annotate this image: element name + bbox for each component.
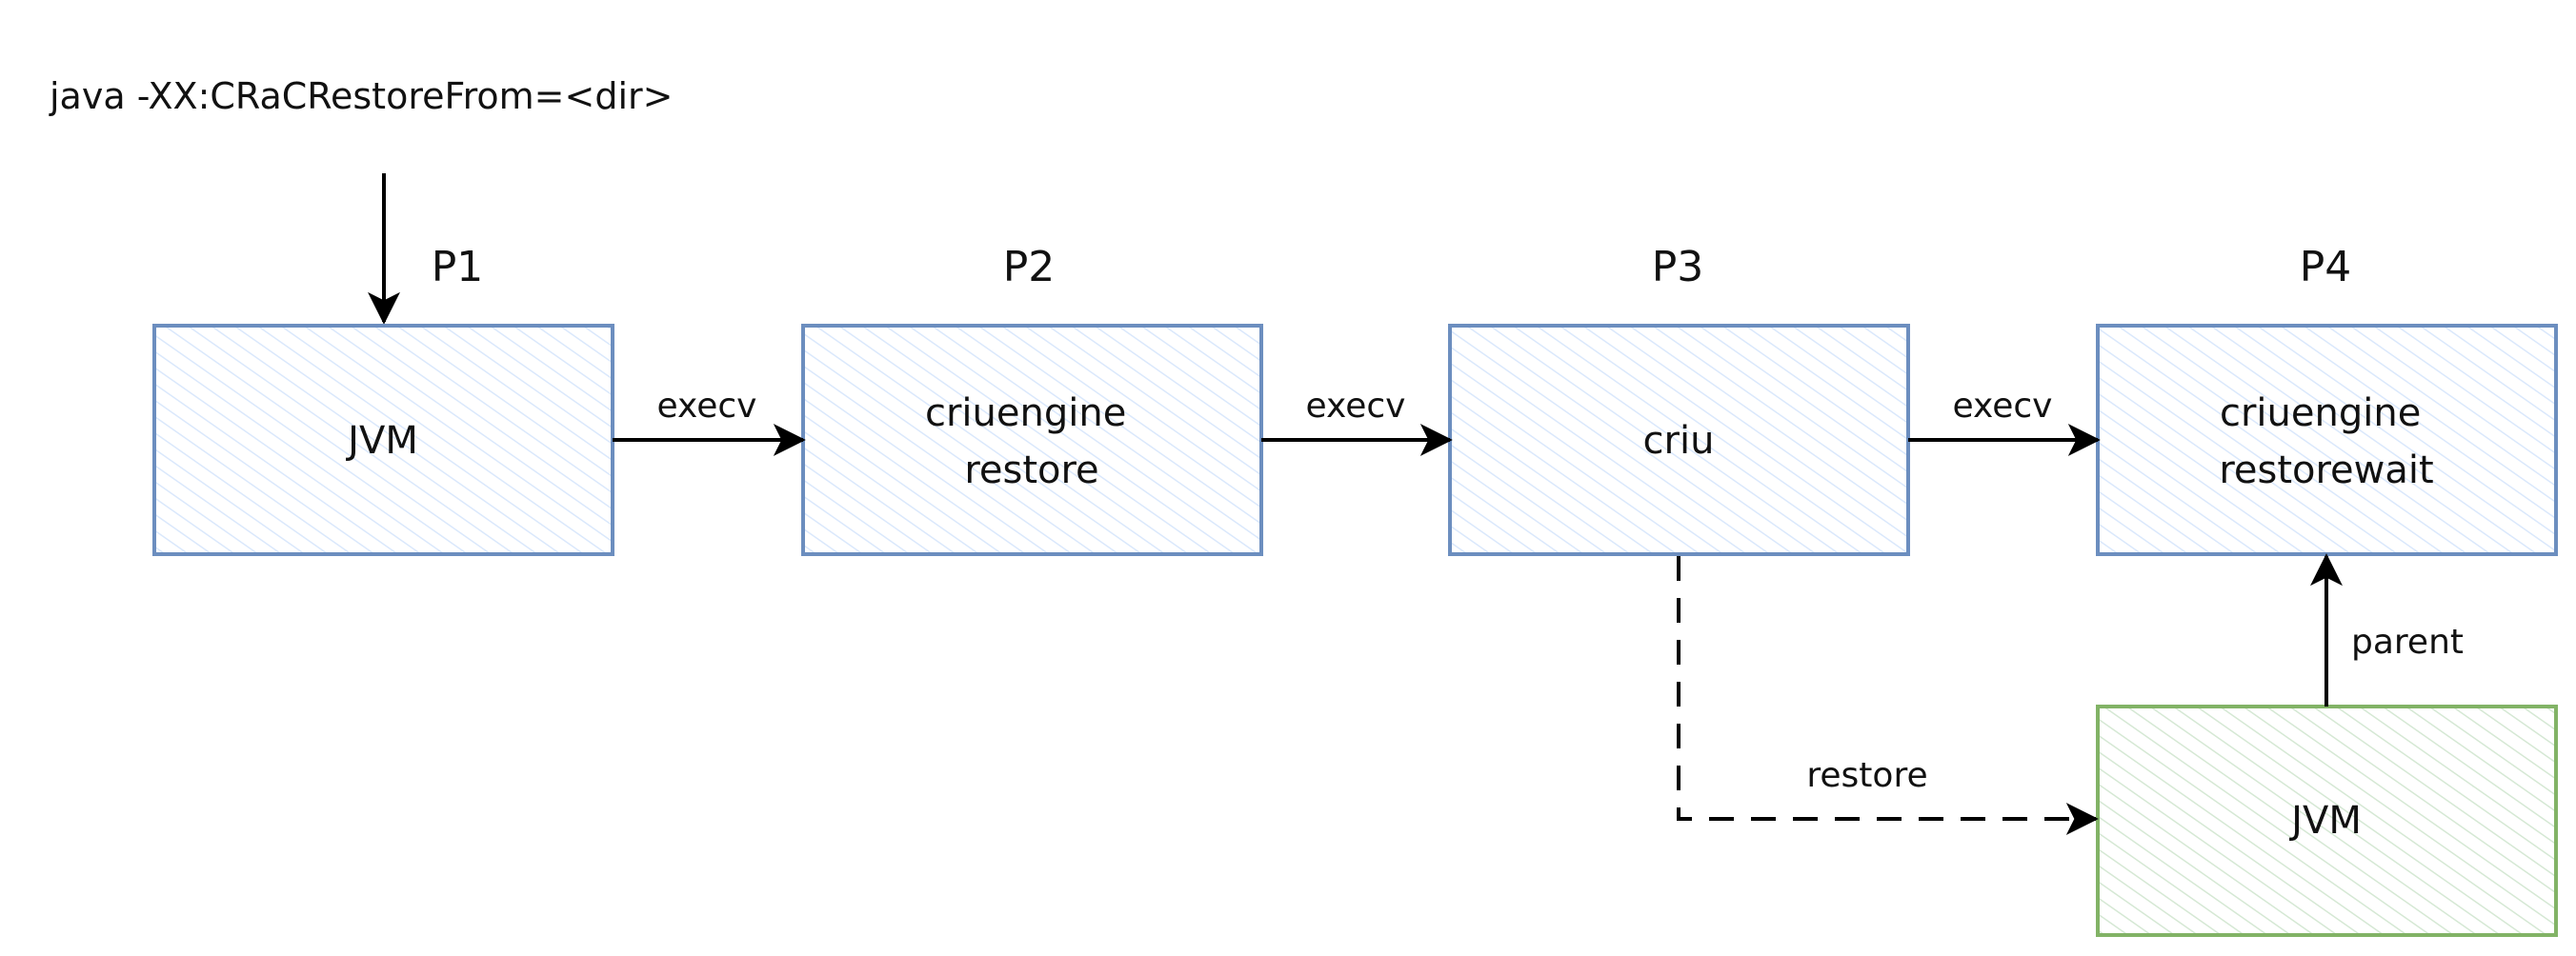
restored-jvm-label: JVM [2288, 799, 2362, 843]
edge-label-p1-p2: execv [657, 387, 757, 426]
process-id-p2: P2 [1003, 243, 1056, 291]
process-label-p4-line1: criuengine [2220, 391, 2421, 435]
process-label-p4: criuengine restorewait [2219, 391, 2433, 492]
process-box-p2: criuengine restore [801, 324, 1263, 556]
restored-jvm-box: JVM [2096, 705, 2558, 937]
process-label-p2-line2: restore [964, 448, 1098, 492]
process-label-p2-line1: criuengine [925, 391, 1126, 435]
process-box-p1: JVM [152, 324, 614, 556]
edge-p3-restore [1677, 556, 2099, 835]
edge-label-parent: parent [2351, 623, 2464, 662]
edge-label-p2-p3: execv [1306, 387, 1406, 426]
edge-label-restore: restore [1806, 756, 1927, 795]
process-label-p2: criuengine restore [925, 391, 1138, 492]
process-label-p3: criu [1643, 419, 1715, 463]
process-box-p4: criuengine restorewait [2096, 324, 2558, 556]
process-id-p1: P1 [432, 243, 484, 291]
command-text: java -XX:CRaCRestoreFrom=<dir> [49, 75, 673, 117]
process-box-p3: criu [1448, 324, 1910, 556]
process-id-p4: P4 [2300, 243, 2352, 291]
process-label-p4-line2: restorewait [2219, 448, 2433, 492]
process-label-p1: JVM [345, 419, 418, 463]
edge-label-p3-p4: execv [1953, 387, 2053, 426]
process-id-p3: P3 [1652, 243, 1704, 291]
